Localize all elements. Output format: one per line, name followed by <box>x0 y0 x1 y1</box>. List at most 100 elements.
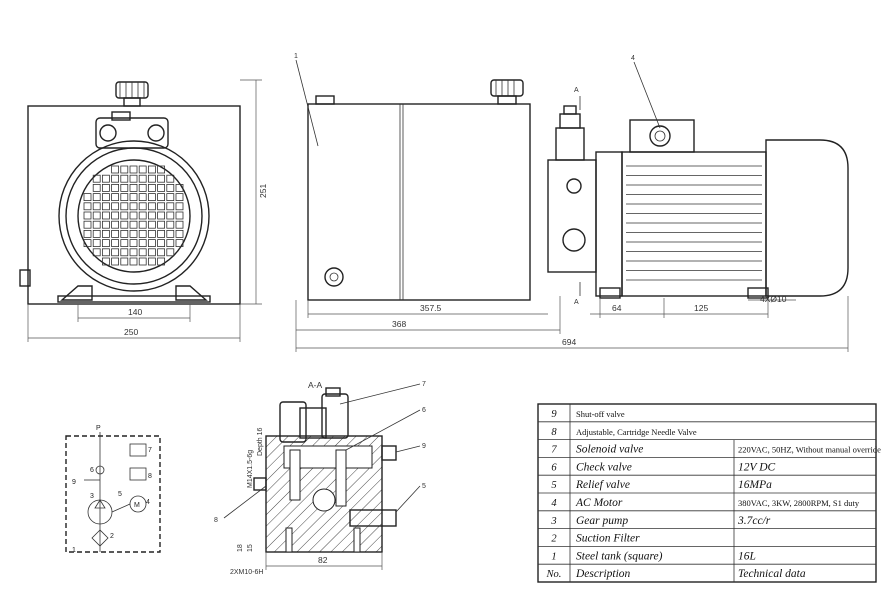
sch-5: 5 <box>118 491 122 498</box>
grille-cell <box>83 220 92 229</box>
section-title: A-A <box>308 380 323 390</box>
port-p: P <box>96 425 101 432</box>
grille-cell <box>147 257 156 266</box>
callout-8: 8 <box>214 517 218 524</box>
bom-desc: Relief valve <box>575 479 630 491</box>
grille-cell <box>138 239 147 248</box>
grille-cell <box>157 257 166 266</box>
bom-no: 3 <box>550 516 556 527</box>
grille-cell <box>102 174 110 183</box>
bom-tech: 380VAC, 3KW, 2800RPM, S1 duty <box>738 498 860 508</box>
grille-cell <box>129 239 138 248</box>
grille-cell <box>166 248 175 257</box>
bom-desc: Gear pump <box>576 515 628 527</box>
grille-cell <box>175 183 184 192</box>
grille-cell <box>129 202 138 211</box>
grille-cell <box>83 202 92 211</box>
grille-cell <box>120 257 129 266</box>
grille-cell <box>120 239 129 248</box>
bom-no: 4 <box>551 498 557 509</box>
bom-tech: 12V DC <box>738 461 775 473</box>
bom-no: 6 <box>551 462 557 473</box>
bom-desc: Steel tank (square) <box>576 550 663 562</box>
grille-cell <box>157 202 166 211</box>
grille-cell <box>138 202 147 211</box>
grille-cell <box>157 248 166 257</box>
grille-cell <box>175 202 184 211</box>
bom-desc: Suction Filter <box>576 533 640 545</box>
dim-140: 140 <box>128 307 142 317</box>
grille-cell <box>120 174 129 183</box>
bom-header-tech: Technical data <box>738 568 806 580</box>
sch-6: 6 <box>90 467 94 474</box>
grille-cell <box>138 183 147 192</box>
grille-cell <box>166 239 175 248</box>
grille-cell <box>92 202 101 211</box>
grille-cell <box>157 165 166 174</box>
grille-cell <box>120 211 129 220</box>
grille-cell <box>166 174 175 183</box>
grille-cell <box>120 248 129 257</box>
grille-cell <box>129 193 138 202</box>
end-view: 251 140 250 <box>19 79 268 342</box>
grille-cell <box>83 239 92 248</box>
grille-cell <box>147 165 156 174</box>
grille-cell <box>147 174 156 183</box>
bom-no: 9 <box>551 409 557 420</box>
thread-depth: Depth 16 <box>257 427 264 456</box>
grille-cell <box>83 193 92 202</box>
grille-cell <box>111 183 119 192</box>
callout-9: 9 <box>422 443 426 450</box>
bom-tech: 3.7cc/r <box>737 515 771 527</box>
sch-9: 9 <box>72 479 76 486</box>
grille-cell <box>157 229 166 238</box>
bom-tech: 220VAC, 50HZ, Without manual override <box>738 445 881 455</box>
grille-cell <box>129 229 138 238</box>
bom-desc: AC Motor <box>575 497 623 509</box>
grille-cell <box>138 211 147 220</box>
grille-cell <box>166 220 175 229</box>
dim-15: 15 <box>247 544 254 552</box>
bom-no: 7 <box>551 445 557 456</box>
grille-cell <box>92 248 101 257</box>
bom-desc: Shut-off valve <box>576 409 625 419</box>
grille-cell <box>102 220 110 229</box>
dim-250: 250 <box>124 327 138 337</box>
grille-cell <box>102 239 110 248</box>
grille-cell <box>147 202 156 211</box>
grille-cell <box>111 174 119 183</box>
grille-cell <box>111 193 119 202</box>
fan-grille <box>83 165 184 266</box>
dim-125: 125 <box>694 303 708 313</box>
grille-cell <box>175 211 184 220</box>
section-view: A-A M14X1.5-6g Depth 16 2XM10-6H 82 18 1… <box>214 380 426 576</box>
grille-cell <box>111 165 119 174</box>
dim-18: 18 <box>237 544 244 552</box>
dim-holes: 4XØ10 <box>760 294 787 304</box>
grille-cell <box>147 211 156 220</box>
grille-cell <box>138 174 147 183</box>
callout-1: 1 <box>294 53 298 60</box>
bom-header-no: No. <box>546 569 562 580</box>
grille-cell <box>129 248 138 257</box>
bom-tech: 16MPa <box>738 479 772 491</box>
grille-cell <box>92 174 101 183</box>
dim-82: 82 <box>318 555 328 565</box>
sch-8: 8 <box>148 473 152 480</box>
schematic-motor: M <box>134 502 140 509</box>
grille-cell <box>102 183 110 192</box>
grille-cell <box>92 239 101 248</box>
grille-cell <box>129 165 138 174</box>
grille-cell <box>138 248 147 257</box>
grille-cell <box>175 229 184 238</box>
svg-text:A: A <box>574 299 579 306</box>
callout-4: 4 <box>631 55 635 62</box>
grille-cell <box>147 183 156 192</box>
callout-7: 7 <box>422 381 426 388</box>
grille-cell <box>102 257 110 266</box>
grille-cell <box>120 202 129 211</box>
grille-cell <box>129 220 138 229</box>
grille-cell <box>129 211 138 220</box>
grille-cell <box>83 229 92 238</box>
